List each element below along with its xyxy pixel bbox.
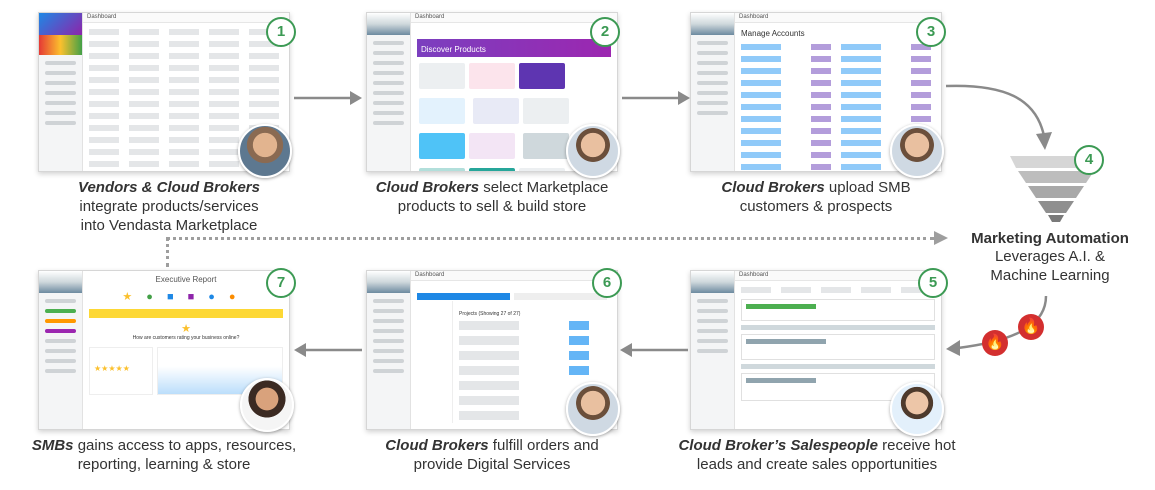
dotted-feedback-line — [166, 237, 934, 240]
step-2-caption: Cloud Brokers select Marketplace product… — [375, 179, 609, 215]
arrow-6-to-7 — [294, 343, 362, 357]
step-5-avatar — [890, 382, 944, 436]
step-5-badge: 5 — [918, 268, 948, 298]
step-1-caption: Vendors & Cloud Brokers integrate produc… — [78, 179, 260, 234]
step-5-screenshot: Dashboard — [690, 270, 942, 430]
step-7-avatar — [240, 378, 294, 432]
manage-accounts-heading: Manage Accounts — [741, 29, 805, 38]
discover-products-heading: Discover Products — [421, 45, 486, 54]
marketing-automation-subtitle: Leverages A.I. & Machine Learning — [990, 248, 1110, 284]
mountain-logo — [39, 271, 82, 293]
step-3-badge: 3 — [916, 17, 946, 47]
step-1-screenshot: Dashboard — [38, 12, 290, 172]
step-5-actor: Cloud Broker’s Salespeople — [678, 437, 878, 454]
step-2-screenshot: Dashboard Discover Products — [366, 12, 618, 172]
step-2-badge: 2 — [590, 17, 620, 47]
step-6-avatar — [566, 382, 620, 436]
screen-title: Dashboard — [739, 272, 769, 278]
mountain-logo — [691, 13, 734, 35]
step-7-actor: SMBs — [31, 437, 74, 454]
mountain-logo — [367, 13, 410, 35]
step-6-badge: 6 — [592, 268, 622, 298]
projects-heading: Projects (Showing 27 of 27) — [459, 311, 521, 317]
step-4-badge: 4 — [1074, 145, 1104, 175]
step-3-actor: Cloud Brokers — [721, 179, 825, 196]
mountain-logo — [367, 271, 410, 293]
hot-lead-flame-icon: 🔥 — [982, 330, 1008, 356]
step-3-avatar — [890, 124, 944, 178]
step-6-caption: Cloud Brokers fulfill orders and provide… — [385, 437, 599, 473]
step-1-badge: 1 — [266, 17, 296, 47]
marketing-automation-title: Marketing Automation — [971, 230, 1129, 247]
step-2-actor: Cloud Brokers — [375, 179, 480, 196]
step-6-screenshot: Dashboard Projects (Showing 27 of 27) — [366, 270, 618, 430]
hot-lead-flame-icon: 🔥 — [1018, 314, 1044, 340]
screen-title: Dashboard — [415, 272, 445, 278]
arrow-5-to-6 — [620, 343, 688, 357]
step-1-avatar — [238, 124, 292, 178]
step-1-actor: Vendors & Cloud Brokers — [78, 179, 260, 196]
arrow-1-to-2 — [294, 91, 362, 105]
step-6-actor: Cloud Brokers — [385, 437, 489, 454]
dotted-arrow-head — [934, 231, 948, 245]
step-7-caption: SMBs gains access to apps, resources, re… — [31, 437, 297, 473]
step-3-caption: Cloud Brokers upload SMB customers & pro… — [721, 179, 911, 215]
rating-question: How are customers rating your business o… — [132, 335, 240, 341]
mountain-logo — [691, 271, 734, 293]
screen-title: Dashboard — [415, 14, 445, 20]
screen-title: Dashboard — [739, 14, 769, 20]
executive-report-heading: Executive Report — [155, 275, 217, 284]
step-7-badge: 7 — [266, 268, 296, 298]
step-2-avatar — [566, 124, 620, 178]
arrow-2-to-3 — [622, 91, 690, 105]
vendasta-logo — [39, 13, 82, 35]
dotted-connector-to-step-7 — [166, 237, 169, 267]
arrow-3-to-4 — [945, 84, 1052, 150]
step-3-screenshot: Dashboard Manage Accounts — [690, 12, 942, 172]
step-5-caption: Cloud Broker’s Salespeople receive hot l… — [678, 437, 956, 473]
screen-title: Dashboard — [87, 14, 117, 20]
